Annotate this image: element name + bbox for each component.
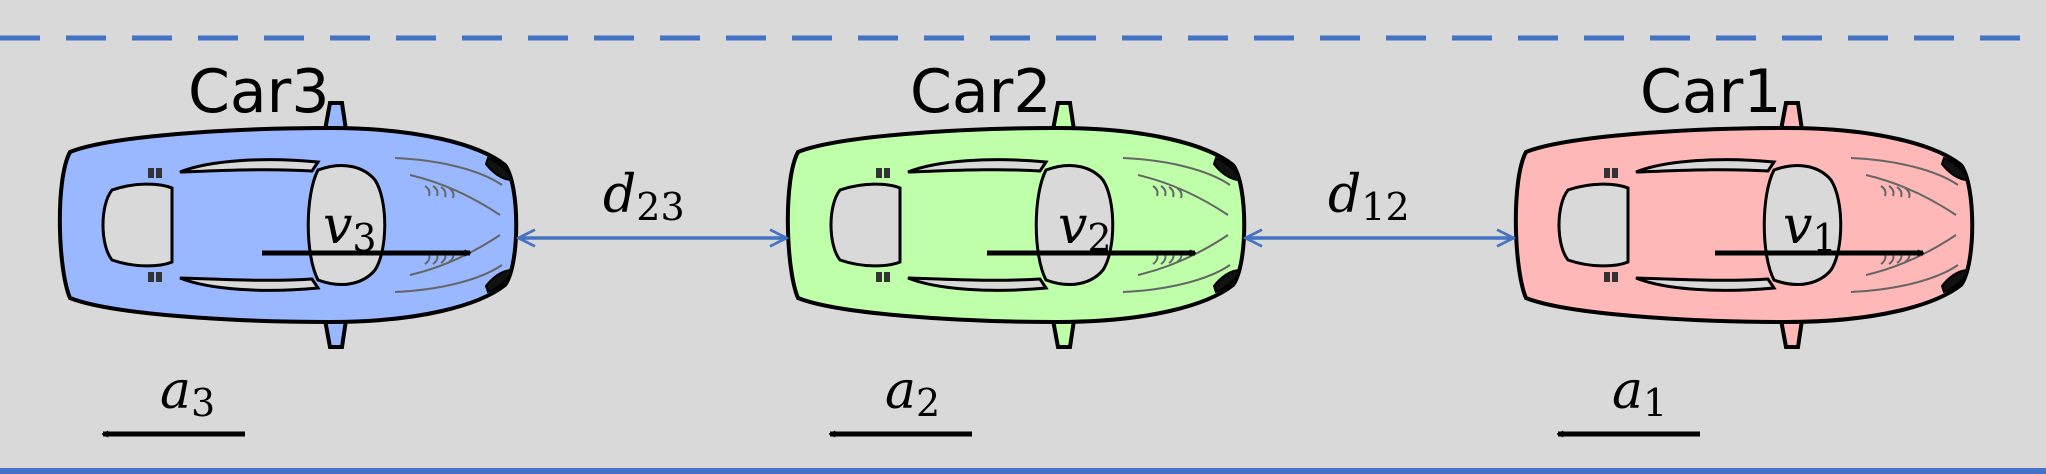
car3-body-icon (57, 101, 519, 349)
car1-velocity-label: v1 (1783, 196, 1837, 260)
car1-accel-label: a1 (1612, 361, 1667, 425)
car2-label: Car2 (910, 57, 1052, 127)
gap-d23: d23 (520, 165, 785, 238)
car1-body-icon (1513, 101, 1975, 349)
gap-d12-label: d12 (1328, 165, 1410, 229)
gap-d12: d12 (1247, 165, 1512, 238)
car2: Car2 v2 a2 (785, 57, 1247, 434)
car2-velocity-label: v2 (1058, 196, 1112, 260)
car3-label: Car3 (188, 57, 330, 127)
car1-label: Car1 (1640, 57, 1782, 127)
car2-accel-label: a2 (885, 361, 940, 425)
car3: Car3 v3 a3 (57, 57, 519, 434)
car2-body-icon (785, 101, 1247, 349)
car3-accel-label: a3 (160, 361, 215, 425)
car3-velocity-label: v3 (323, 196, 377, 260)
gap-d23-label: d23 (603, 165, 685, 229)
car1: Car1 v1 a1 (1513, 57, 1975, 434)
